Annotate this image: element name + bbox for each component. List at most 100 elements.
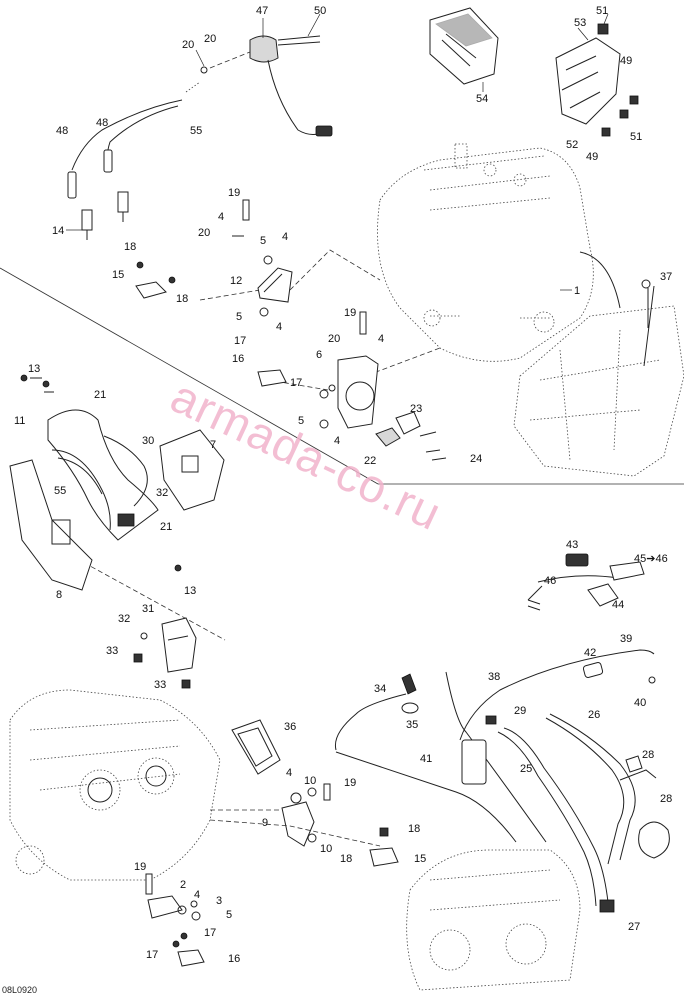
callout-19: 19 [134,861,146,873]
callout-50: 50 [314,5,326,17]
mount-bracket-12 [135,199,293,317]
callout-13: 13 [28,363,40,375]
callout-19: 19 [344,307,356,319]
callout-4: 4 [286,767,292,779]
callout-30: 30 [142,435,154,447]
callout-1: 1 [574,285,580,297]
callout-45: 45➔46 [634,553,668,565]
callout-15: 15 [414,853,426,865]
ecm-module [429,7,499,92]
ignition-coil [195,13,333,137]
callout-51: 51 [630,131,642,143]
callout-12: 12 [230,275,242,287]
callout-5: 5 [236,311,242,323]
callout-4: 4 [218,211,224,223]
callout-23: 23 [410,403,422,415]
callout-39: 39 [620,633,632,645]
callout-16: 16 [232,353,244,365]
callout-7: 7 [210,439,216,451]
callout-49: 49 [586,151,598,163]
lower-mount-cluster [209,783,399,867]
callout-26: 26 [588,709,600,721]
callout-27: 27 [628,921,640,933]
callout-31: 31 [142,603,154,615]
callout-48: 48 [96,117,108,129]
callout-17: 17 [204,927,216,939]
callout-3: 3 [216,895,222,907]
callout-10: 10 [304,775,316,787]
callout-18: 18 [340,853,352,865]
callout-55: 55 [190,125,202,137]
callout-32: 32 [156,487,168,499]
mount-bracket-6 [257,311,379,429]
sensor-34-line-41 [334,671,547,843]
callout-29: 29 [514,705,526,717]
callout-13: 13 [184,585,196,597]
callout-17: 17 [290,377,302,389]
callout-19: 19 [344,777,356,789]
ecm-bracket [555,13,639,137]
bracket-31 [133,617,197,689]
callout-34: 34 [374,683,386,695]
callout-37: 37 [660,271,672,283]
spark-plug-cables [66,81,201,240]
engine-top [377,143,594,362]
callout-18: 18 [408,823,420,835]
callout-17: 17 [146,949,158,961]
coolant-hoses [485,713,670,913]
callout-16: 16 [228,953,240,965]
callout-10: 10 [320,843,332,855]
callout-43: 43 [566,539,578,551]
callout-4: 4 [282,231,288,243]
sensor-22-23 [375,411,447,461]
callout-8: 8 [56,589,62,601]
callout-20: 20 [198,227,210,239]
callout-33: 33 [154,679,166,691]
callout-55: 55 [54,485,66,497]
left-cover-assembly [9,374,225,591]
callout-4: 4 [276,321,282,333]
callout-21: 21 [160,521,172,533]
section-divider-line [0,267,379,485]
callout-49: 49 [620,55,632,67]
throttle-cable [459,649,656,741]
callout-19: 19 [228,187,240,199]
callout-labels: 47 50 20 20 48 48 55 14 54 53 51 49 52 4… [14,5,672,965]
callout-17: 17 [234,335,246,347]
callout-38: 38 [488,671,500,683]
callout-53: 53 [574,17,586,29]
callout-5: 5 [298,415,304,427]
callout-25: 25 [520,763,532,775]
section-divider-line-3 [69,554,226,641]
callout-48: 48 [56,125,68,137]
callout-35: 35 [406,719,418,731]
plate-36 [231,719,281,775]
callout-42: 42 [584,647,596,659]
callout-44: 44 [612,599,624,611]
callout-15: 15 [112,269,124,281]
callout-6: 6 [316,349,322,361]
callout-41: 41 [420,753,432,765]
callout-28: 28 [642,749,654,761]
callout-46: 46 [544,575,556,587]
engine-bottom [9,689,221,881]
callout-47: 47 [256,5,268,17]
callout-22: 22 [364,455,376,467]
callout-5: 5 [260,235,266,247]
callout-51: 51 [596,5,608,17]
callout-18: 18 [176,293,188,305]
callout-5: 5 [226,909,232,921]
callout-24: 24 [470,453,482,465]
lower-bracket-2 [145,873,205,967]
callout-2: 2 [180,879,186,891]
callout-20: 20 [204,33,216,45]
callout-11: 11 [14,415,25,427]
callout-28: 28 [660,793,672,805]
callout-4: 4 [194,889,200,901]
callout-32: 32 [118,613,130,625]
callout-40: 40 [634,697,646,709]
callout-52: 52 [566,139,578,151]
callout-20: 20 [328,333,340,345]
callout-21: 21 [94,389,106,401]
